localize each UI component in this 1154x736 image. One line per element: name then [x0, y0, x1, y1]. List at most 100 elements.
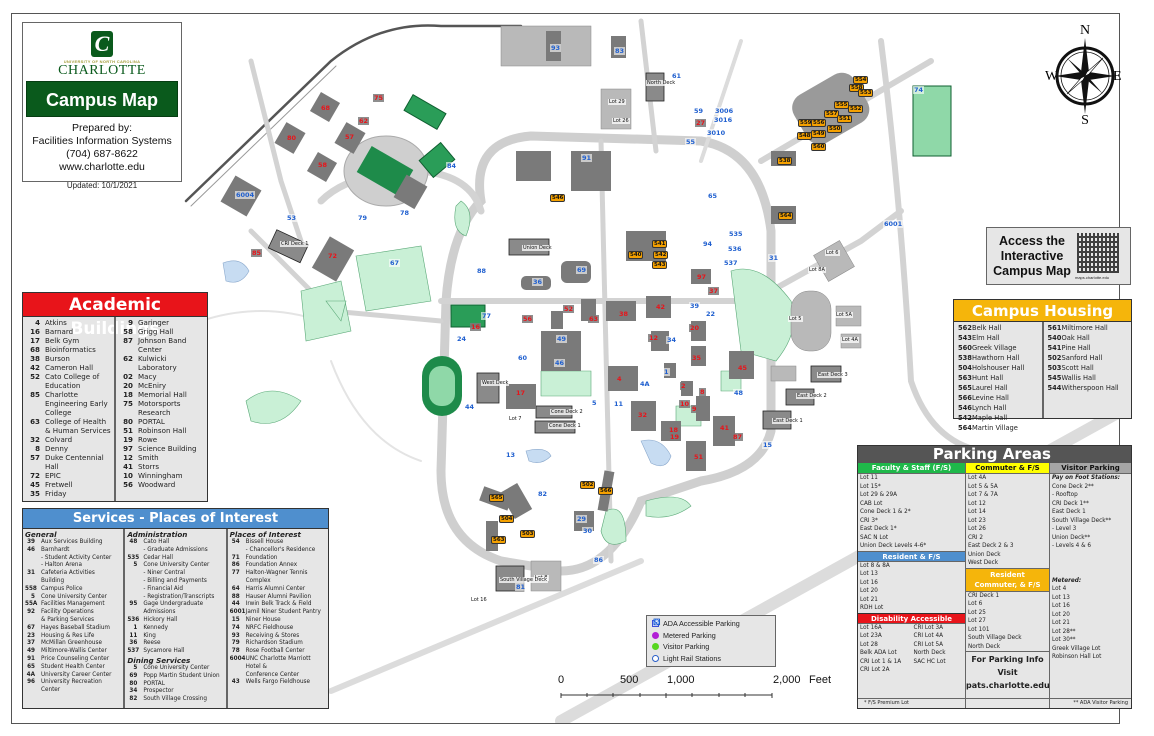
qr-url[interactable]: maps.charlotte.edu	[1075, 275, 1110, 280]
service-building-label[interactable]: 6001	[883, 220, 904, 228]
service-building-label[interactable]: 83	[614, 47, 626, 55]
service-building-label[interactable]: 84	[446, 162, 458, 170]
service-building-label[interactable]: 6004	[235, 191, 256, 199]
academic-building-label[interactable]: 19	[669, 433, 681, 441]
housing-building-label[interactable]: 563	[491, 536, 507, 544]
service-building-label[interactable]: 30	[582, 527, 594, 535]
parking-lot-label[interactable]: Lot 16	[470, 597, 488, 603]
housing-building-label[interactable]: 556	[811, 119, 827, 127]
service-building-label[interactable]: 77	[481, 312, 493, 320]
housing-building-label[interactable]: 564	[778, 212, 794, 220]
service-building-label[interactable]: 536	[727, 245, 743, 253]
parking-lot-label[interactable]: CRI Deck 1	[280, 241, 310, 247]
service-building-label[interactable]: 67	[389, 259, 401, 267]
academic-building-label[interactable]: 72	[327, 252, 339, 260]
academic-building-label[interactable]: 35	[691, 354, 703, 362]
service-building-label[interactable]: 5	[591, 399, 598, 407]
parking-lot-label[interactable]: Lot 5	[788, 316, 803, 322]
parking-lot-label[interactable]: Lot 5A	[835, 312, 853, 318]
service-building-label[interactable]: 3010	[706, 129, 727, 137]
housing-building-label[interactable]: 566	[598, 487, 614, 495]
parking-lot-label[interactable]: Lot 26	[612, 118, 630, 124]
housing-building-label[interactable]: 565	[489, 494, 505, 502]
housing-building-label[interactable]: 503	[520, 530, 536, 538]
service-building-label[interactable]: 24	[456, 335, 468, 343]
service-building-label[interactable]: 31	[768, 254, 780, 262]
academic-building-label[interactable]: 62	[358, 117, 370, 125]
academic-building-label[interactable]: 37	[708, 287, 720, 295]
parking-lot-label[interactable]: Cone Deck 1	[548, 423, 582, 429]
academic-building-label[interactable]: 56	[522, 315, 534, 323]
housing-building-label[interactable]: 554	[853, 76, 869, 84]
parking-lot-label[interactable]: South Village Deck	[499, 577, 549, 583]
academic-building-label[interactable]: 10	[679, 400, 691, 408]
academic-building-label[interactable]: 42	[655, 303, 667, 311]
academic-building-label[interactable]: 41	[719, 424, 731, 432]
academic-building-label[interactable]: 8	[699, 388, 706, 396]
service-building-label[interactable]: 11	[613, 400, 625, 408]
service-building-label[interactable]: 81	[515, 583, 527, 591]
housing-building-label[interactable]: 541	[652, 240, 668, 248]
qr-code-icon[interactable]	[1077, 233, 1119, 273]
academic-building-label[interactable]: 68	[320, 104, 332, 112]
academic-building-label[interactable]: 51	[693, 453, 705, 461]
service-building-label[interactable]: 46	[554, 359, 566, 367]
academic-building-label[interactable]: 2	[680, 382, 687, 390]
housing-building-label[interactable]: 560	[811, 143, 827, 151]
service-building-label[interactable]: 78	[399, 209, 411, 217]
academic-building-label[interactable]: 80	[286, 134, 298, 142]
service-building-label[interactable]: 34	[666, 336, 678, 344]
academic-building-label[interactable]: 18	[668, 426, 680, 434]
service-building-label[interactable]: 94	[702, 240, 714, 248]
parking-info-link[interactable]: pats.charlotte.edu	[966, 681, 1050, 690]
academic-building-label[interactable]: 52	[563, 305, 575, 313]
academic-building-label[interactable]: 32	[637, 411, 649, 419]
service-building-label[interactable]: 55	[685, 138, 697, 146]
academic-building-label[interactable]: 27	[695, 119, 707, 127]
service-building-label[interactable]: 61	[671, 72, 683, 80]
academic-building-label[interactable]: 9	[691, 405, 698, 413]
service-building-label[interactable]: 535	[728, 230, 744, 238]
housing-building-label[interactable]: 557	[824, 110, 840, 118]
housing-building-label[interactable]: 546	[550, 194, 566, 202]
parking-lot-label[interactable]: Lot 29	[608, 99, 626, 105]
service-building-label[interactable]: 74	[913, 86, 925, 94]
academic-building-label[interactable]: 75	[373, 94, 385, 102]
service-building-label[interactable]: 53	[286, 214, 298, 222]
service-building-label[interactable]: 39	[689, 302, 701, 310]
housing-building-label[interactable]: 542	[653, 251, 669, 259]
service-building-label[interactable]: 60	[517, 354, 529, 362]
service-building-label[interactable]: 65	[707, 192, 719, 200]
service-building-label[interactable]: 44	[464, 403, 476, 411]
service-building-label[interactable]: 93	[550, 44, 562, 52]
service-building-label[interactable]: 82	[537, 490, 549, 498]
parking-lot-label[interactable]: East Deck 2	[796, 393, 828, 399]
academic-building-label[interactable]: 57	[344, 133, 356, 141]
service-building-label[interactable]: 22	[705, 310, 717, 318]
parking-lot-label[interactable]: Lot 4A	[841, 337, 859, 343]
parking-lot-label[interactable]: Lot 7	[508, 416, 523, 422]
parking-lot-label[interactable]: Lot 8A	[808, 267, 826, 273]
academic-building-label[interactable]: 87	[732, 433, 744, 441]
service-building-label[interactable]: 36	[532, 278, 544, 286]
service-building-label[interactable]: 88	[476, 267, 488, 275]
parking-lot-label[interactable]: Cone Deck 2	[550, 409, 584, 415]
service-building-label[interactable]: 537	[723, 259, 739, 267]
parking-lot-label[interactable]: North Deck	[646, 80, 677, 86]
academic-building-label[interactable]: 38	[618, 310, 630, 318]
service-building-label[interactable]: 49	[556, 335, 568, 343]
parking-lot-label[interactable]: West Deck	[481, 380, 510, 386]
housing-building-label[interactable]: 558	[849, 84, 865, 92]
academic-building-label[interactable]: 63	[588, 315, 600, 323]
academic-building-label[interactable]: 12	[648, 334, 660, 342]
website-link[interactable]: www.charlotte.edu	[59, 161, 145, 173]
service-building-label[interactable]: 59	[693, 107, 705, 115]
service-building-label[interactable]: 69	[576, 266, 588, 274]
academic-building-label[interactable]: 4	[616, 375, 623, 383]
service-building-label[interactable]: 3006	[714, 107, 735, 115]
service-building-label[interactable]: 3016	[713, 116, 734, 124]
academic-building-label[interactable]: 16	[470, 323, 482, 331]
service-building-label[interactable]: 15	[762, 441, 774, 449]
housing-building-label[interactable]: 552	[848, 105, 864, 113]
housing-building-label[interactable]: 538	[777, 157, 793, 165]
